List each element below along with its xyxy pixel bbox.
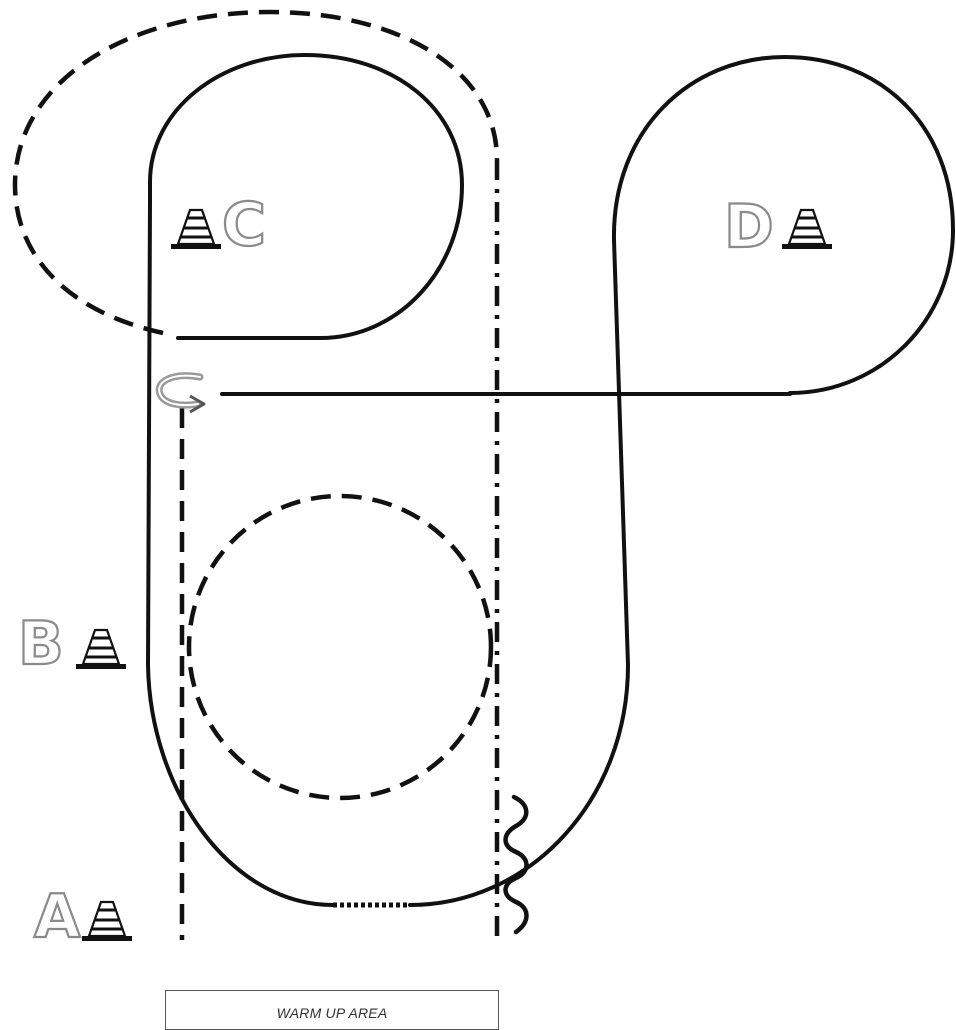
bottom-curve-track (146, 663, 335, 907)
squiggle-line-icon (503, 794, 529, 935)
dashed-outer-loop (12, 9, 500, 336)
curved-arrow-icon (155, 372, 206, 414)
left-straight-track (146, 198, 152, 667)
marker-a: A (33, 881, 134, 953)
loop-d-track (611, 54, 956, 395)
traffic-cone-icon (169, 208, 223, 251)
marker-b-letter: B (18, 609, 64, 679)
marker-c: C (169, 189, 267, 261)
bottom-curve-right-track (408, 663, 630, 907)
traffic-cone-icon (74, 628, 128, 671)
marker-c-letter: C (222, 190, 266, 260)
traffic-cone-icon (780, 208, 834, 251)
marker-a-letter: A (34, 882, 81, 952)
warmup-area-box: WARM UP AREA (165, 990, 499, 1030)
marker-b: B (17, 608, 128, 680)
main-track (146, 52, 956, 907)
traffic-cone-icon (80, 900, 134, 943)
warmup-area-label: WARM UP AREA (276, 1005, 388, 1021)
marker-d-letter: D (724, 192, 774, 262)
dashed-circle (186, 493, 494, 801)
marker-d: D (723, 191, 834, 263)
right-straight-track (612, 238, 630, 667)
loop-c-track (148, 52, 465, 340)
